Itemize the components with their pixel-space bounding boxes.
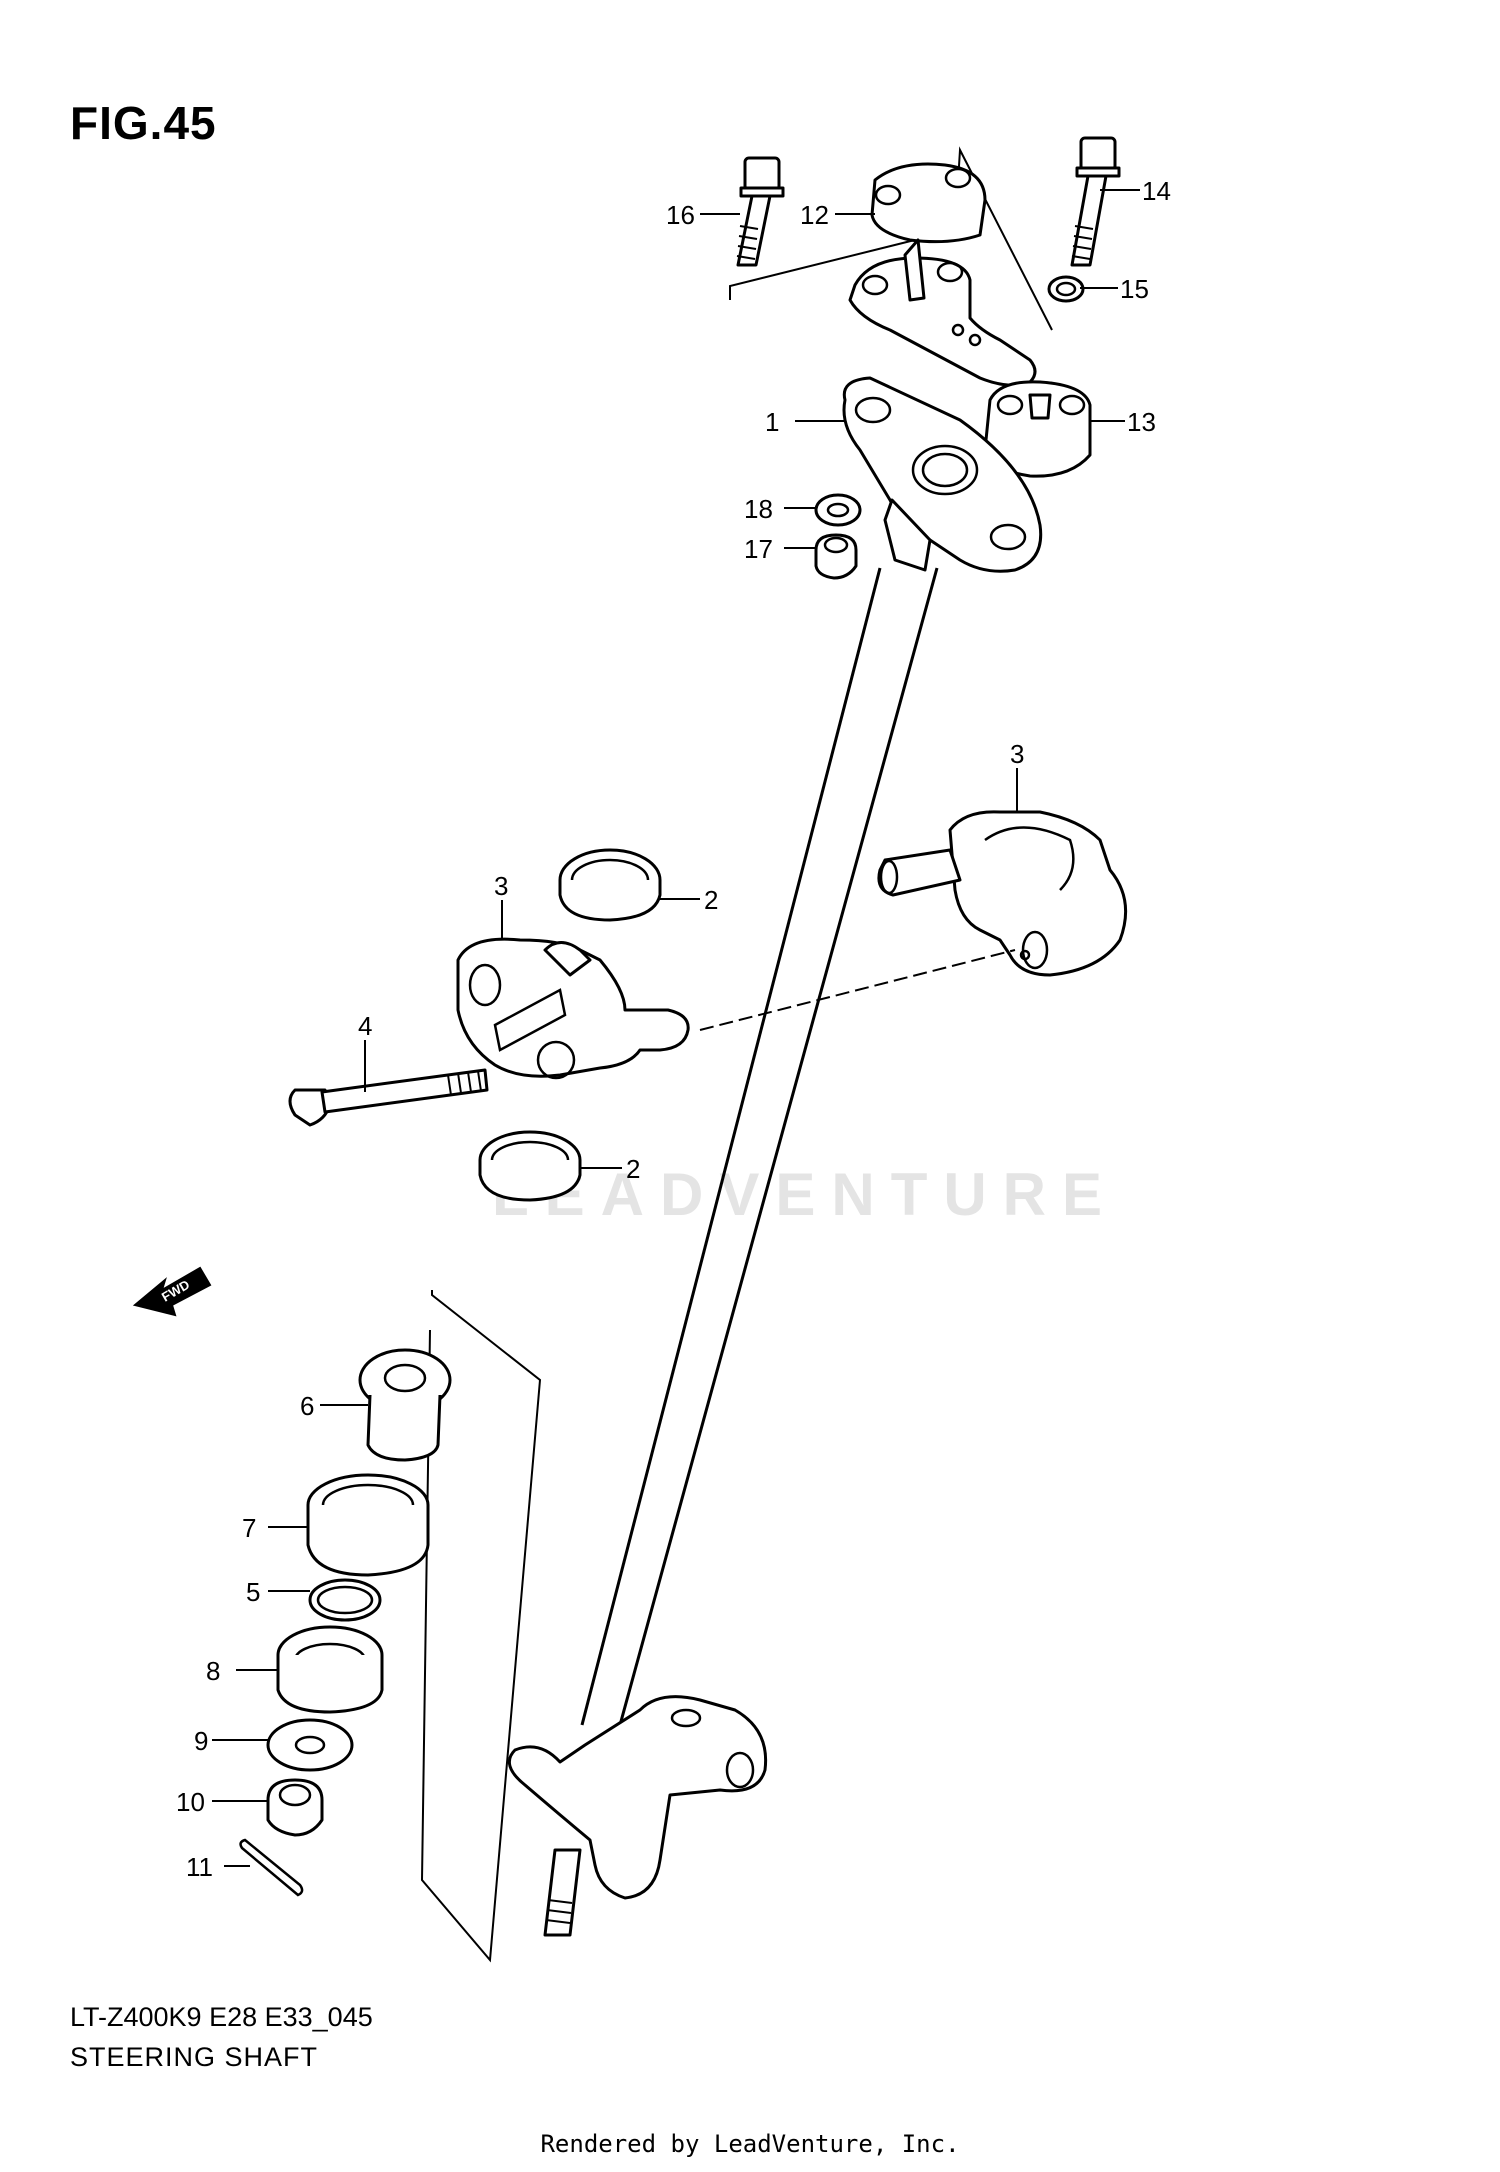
callout-2-lower: 2 — [626, 1154, 640, 1184]
steering-shaft — [507, 567, 939, 1937]
assembly-line-lower — [420, 1290, 542, 1963]
part-7-seal — [306, 1473, 430, 1577]
callout-17: 17 — [744, 534, 773, 564]
part-18-washer — [814, 493, 862, 527]
callout-9: 9 — [194, 1726, 208, 1756]
part-1-handlebar-bracket — [842, 238, 1092, 573]
callout-14: 14 — [1142, 176, 1171, 206]
part-15-washer — [1047, 275, 1085, 303]
callout-3-right: 3 — [1010, 739, 1024, 769]
fwd-arrow-icon: FWD — [132, 1266, 212, 1317]
diagram-name: STEERING SHAFT — [70, 2042, 319, 2072]
part-6-bushing — [358, 1348, 452, 1462]
callout-7: 7 — [242, 1513, 256, 1543]
callout-10: 10 — [176, 1787, 205, 1817]
callout-5: 5 — [246, 1577, 260, 1607]
callout-11: 11 — [186, 1852, 213, 1882]
part-8-bearing — [276, 1625, 384, 1714]
callouts: 16 12 14 15 1 13 18 17 3 2 3 4 2 6 7 5 8… — [176, 176, 1171, 1882]
diagram-code: LT-Z400K9 E28 E33_045 — [70, 2002, 373, 2032]
part-9-washer — [266, 1718, 354, 1772]
footer-credit: Rendered by LeadVenture, Inc. — [540, 2130, 960, 2158]
callout-18: 18 — [744, 494, 773, 524]
part-3-holder-right — [877, 810, 1128, 977]
watermark: LEADVENTURE — [492, 1161, 1119, 1228]
part-12-upper-holder — [870, 162, 987, 244]
callout-12: 12 — [800, 200, 829, 230]
part-5-o-ring — [308, 1578, 382, 1622]
callout-4: 4 — [358, 1011, 372, 1041]
part-3-holder-left — [456, 937, 690, 1080]
callout-1: 1 — [765, 407, 779, 437]
callout-2-upper: 2 — [704, 885, 718, 915]
part-4-bolt — [288, 1068, 489, 1127]
part-16-bolt — [736, 156, 785, 267]
callout-16: 16 — [666, 200, 695, 230]
callout-13: 13 — [1127, 407, 1156, 437]
callout-15: 15 — [1120, 274, 1149, 304]
figure-title: FIG.45 — [70, 97, 217, 149]
part-2-bushing-upper — [558, 848, 662, 922]
part-11-cotter-pin — [239, 1838, 304, 1897]
alignment-line — [699, 949, 1016, 1031]
part-14-bolt — [1070, 136, 1121, 267]
part-2-bushing-lower — [478, 1130, 582, 1202]
part-17-nut — [814, 533, 858, 580]
callout-6: 6 — [300, 1391, 314, 1421]
callout-8: 8 — [206, 1656, 220, 1686]
callout-3-left: 3 — [494, 871, 508, 901]
leader-lines — [212, 189, 1140, 1867]
part-10-nut — [266, 1778, 324, 1837]
